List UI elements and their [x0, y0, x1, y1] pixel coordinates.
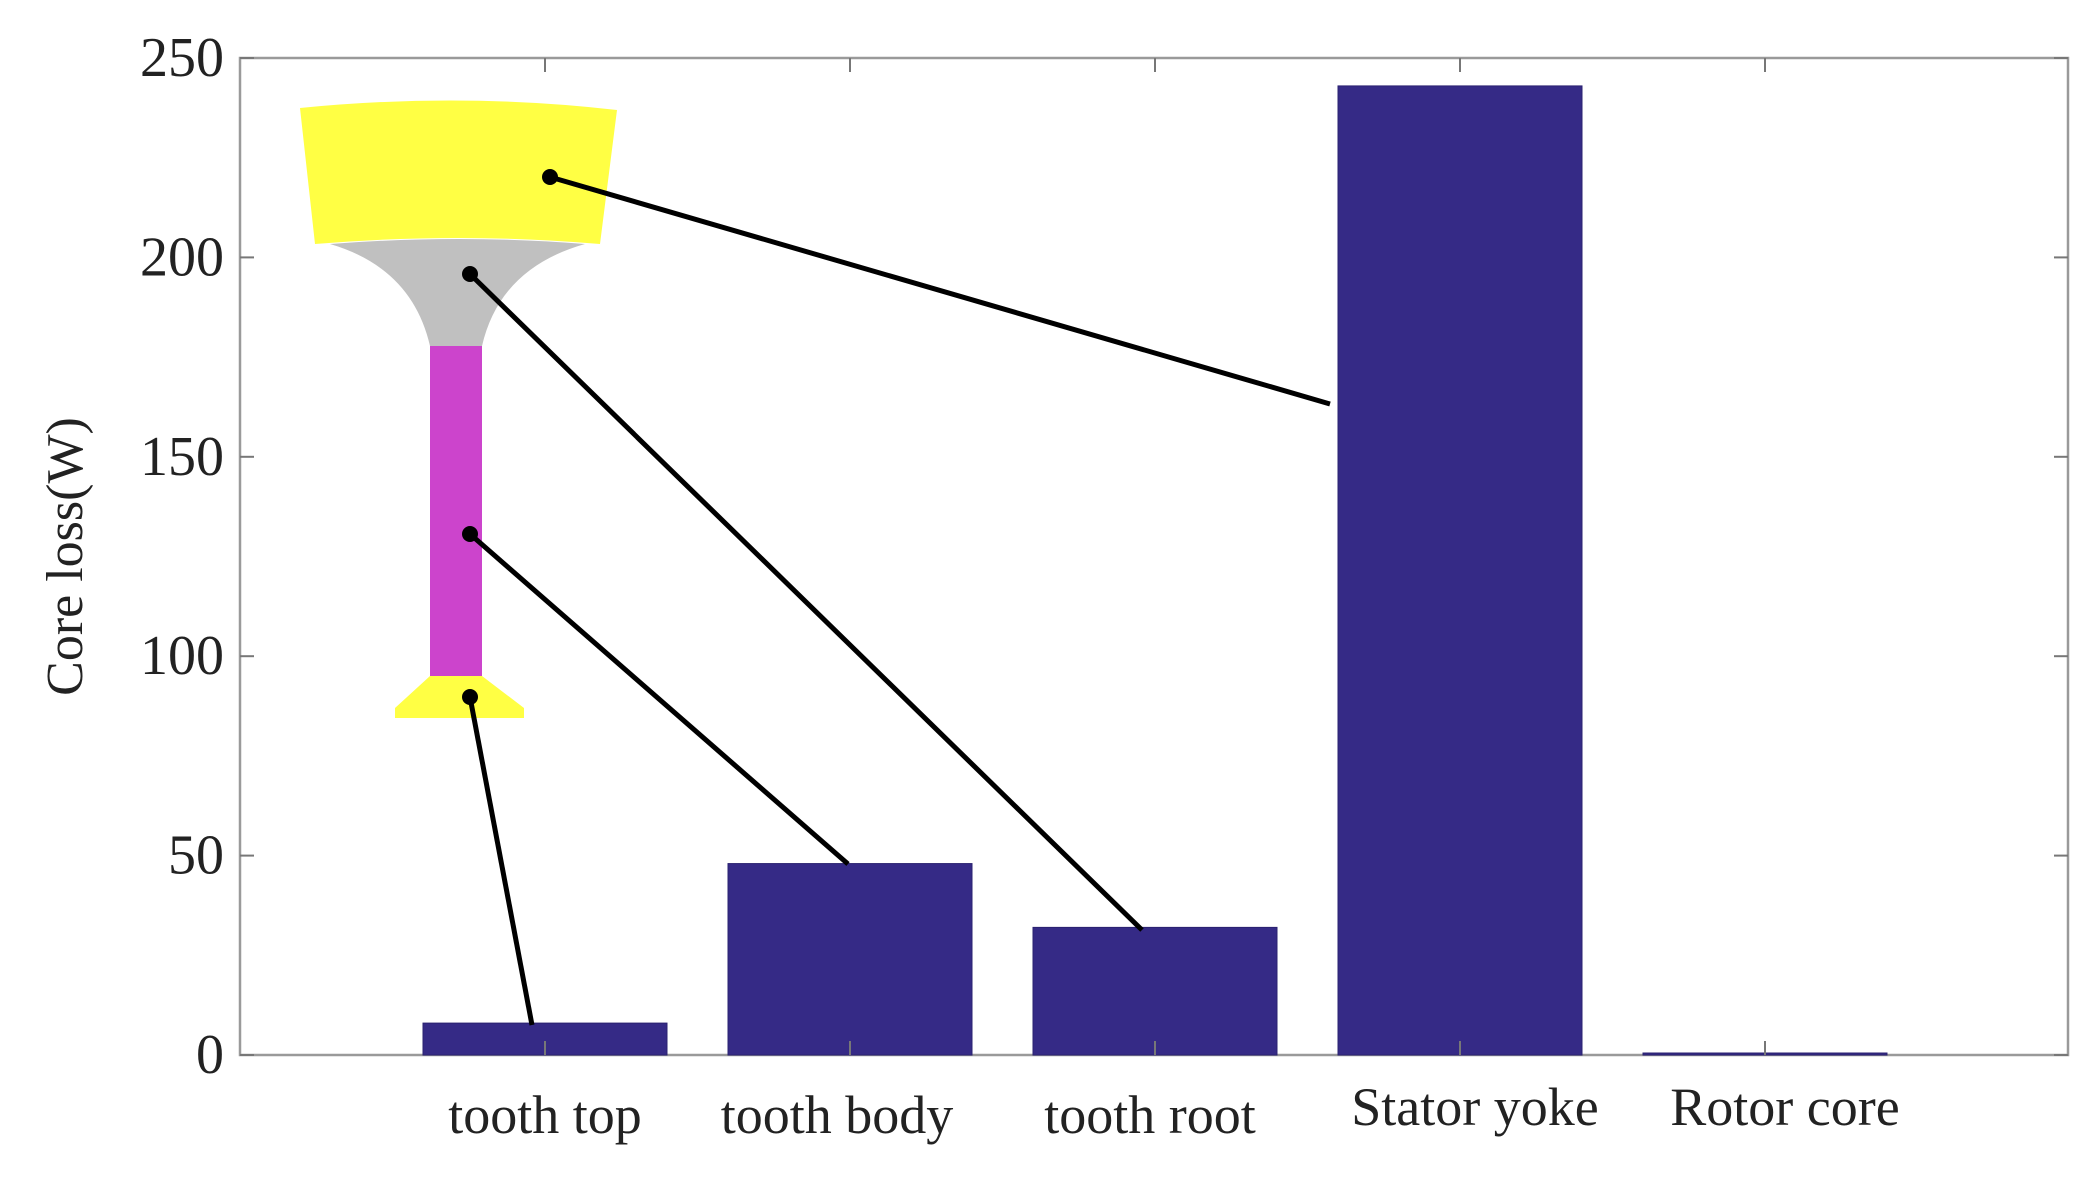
xtick-label: tooth top	[448, 1085, 642, 1145]
y-axis-label: Core loss(W)	[37, 417, 94, 696]
xtick-label: tooth body	[721, 1085, 954, 1145]
xtick-label: Stator yoke	[1351, 1077, 1598, 1137]
tooth-neck-region	[330, 239, 585, 346]
ytick-label: 100	[140, 625, 224, 687]
tooth-top-region	[300, 100, 617, 245]
leader-tooth-root	[468, 272, 1144, 932]
leader-tooth-body	[468, 532, 850, 866]
leader-tooth-body-dot	[462, 526, 478, 542]
bar-tooth-body	[727, 863, 973, 1056]
leader-tooth-top-dot	[462, 689, 478, 705]
ytick-label: 250	[140, 27, 224, 89]
xtick-label: tooth root	[1044, 1085, 1256, 1145]
tooth-body-region	[430, 346, 482, 676]
bar-stator-yoke	[1337, 85, 1583, 1056]
leader-tooth-root-dot	[462, 266, 478, 282]
bar-tooth-root	[1032, 926, 1278, 1056]
xtick-label: Rotor core	[1670, 1077, 1899, 1137]
ytick-label: 0	[196, 1024, 224, 1086]
ytick-label: 150	[140, 426, 224, 488]
leader-stator-yoke	[549, 174, 1331, 407]
tooth-root-region	[395, 676, 524, 718]
ytick-label: 200	[140, 226, 224, 288]
ytick-label: 50	[168, 825, 224, 887]
leader-tooth-top	[467, 696, 535, 1026]
leader-stator-yoke-dot	[542, 169, 558, 185]
